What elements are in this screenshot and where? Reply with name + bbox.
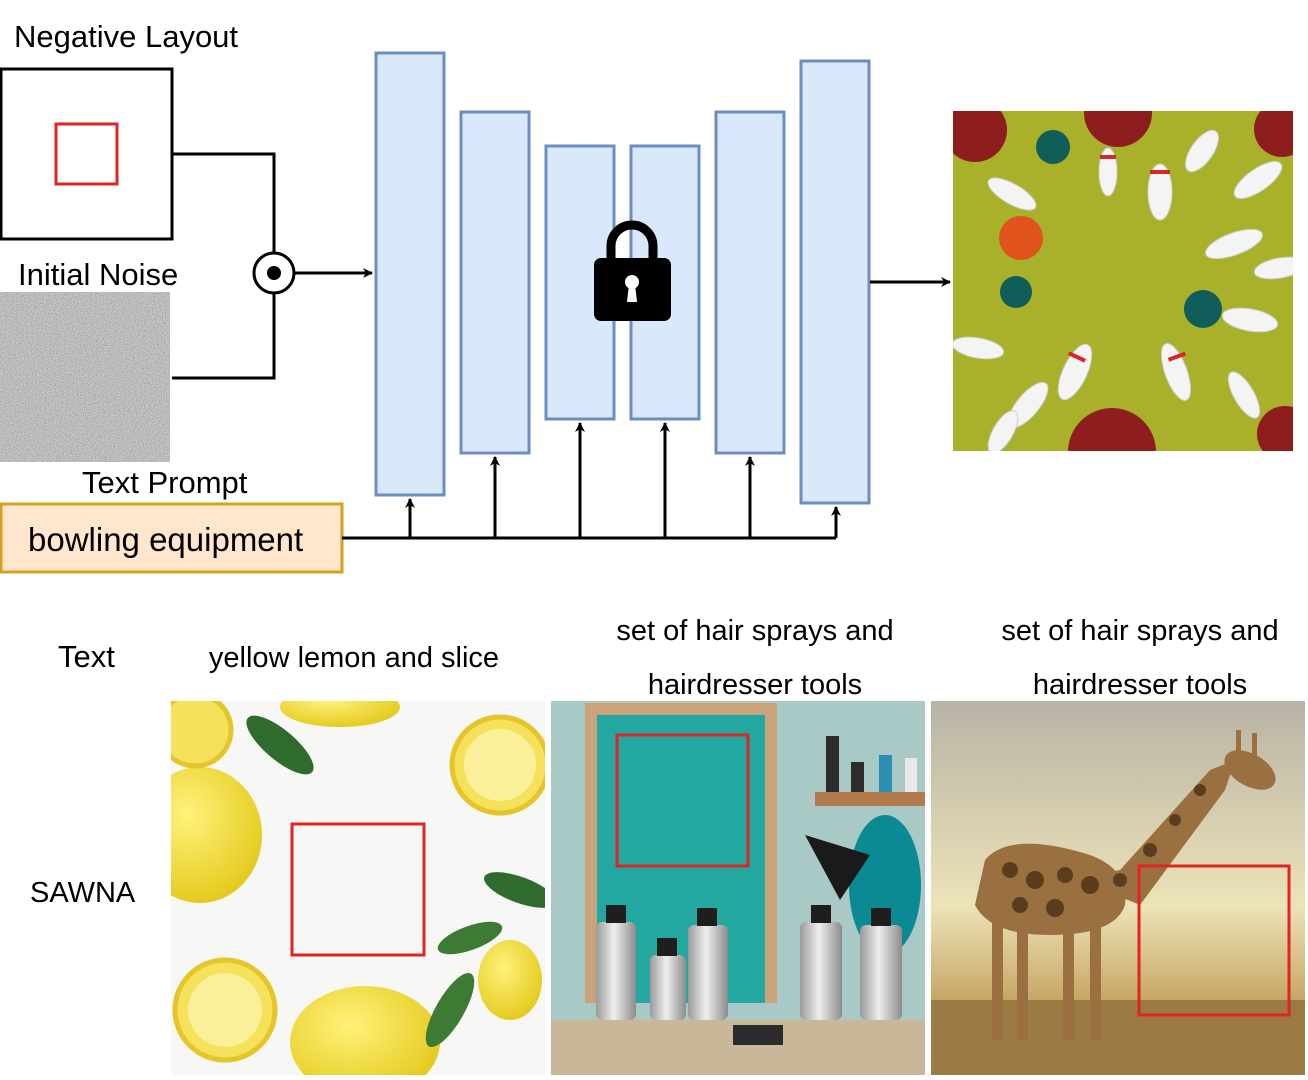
unet-block-down-2 (459, 110, 531, 455)
result-image-lemon (171, 701, 545, 1075)
caption-col-2-line-2: hairdresser tools (648, 669, 862, 701)
negative-layout-box (0, 67, 174, 241)
caption-col-3-line-1: set of hair sprays and (1001, 615, 1278, 647)
caption-col-3-line-2: hairdresser tools (1033, 669, 1247, 701)
negative-region-box-giraffe (1137, 864, 1291, 1017)
conditioning-lines (342, 422, 841, 540)
noise-connector (172, 292, 276, 380)
caption-col-2-line-1: set of hair sprays and (616, 615, 893, 647)
negative-layout-label: Negative Layout (14, 19, 238, 54)
initial-noise-label: Initial Noise (18, 257, 178, 292)
negative-region-box-hair (615, 733, 750, 868)
text-prompt-value: bowling equipment (28, 521, 303, 558)
initial-noise-image (0, 292, 170, 462)
row-label-sawna: SAWNA (30, 877, 136, 909)
result-image-giraffe (931, 701, 1305, 1075)
layout-connector (172, 152, 276, 255)
result-image-hair-tools (551, 701, 925, 1075)
text-prompt-label: Text Prompt (82, 465, 248, 500)
caption-col-1-line-1: yellow lemon and slice (209, 642, 499, 674)
lock-icon (594, 220, 671, 321)
output-image-bowling (953, 111, 1293, 451)
unet-block-down-1 (374, 51, 446, 497)
negative-region-box (54, 122, 119, 186)
unet-block-up-3 (799, 59, 871, 505)
elementwise-product-icon (252, 251, 296, 295)
negative-region-box-lemon (290, 822, 426, 957)
row-header-text: Text (58, 639, 115, 674)
unet-block-up-2 (714, 110, 786, 455)
